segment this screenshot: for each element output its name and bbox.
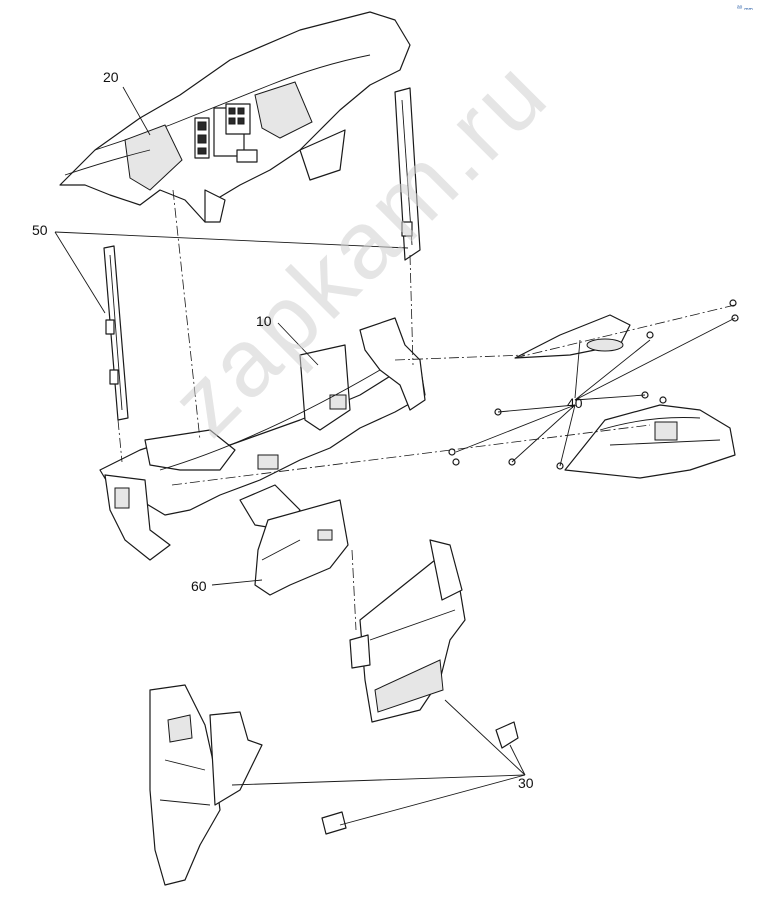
leader-lines xyxy=(54,86,736,826)
side-panel-part-30-left xyxy=(149,684,263,886)
cover-panel-part-40-upper xyxy=(514,314,631,359)
callout-10: 10 xyxy=(256,313,272,329)
clips-part-30 xyxy=(321,721,519,835)
side-trim-strip-part-50-left xyxy=(103,245,129,421)
side-trim-strip-part-50-right xyxy=(394,87,421,261)
callout-60: 60 xyxy=(191,578,207,594)
cross-car-beam-part-10 xyxy=(99,317,426,561)
corner-mark: ᵃᵒ ₘₘ xyxy=(737,5,753,12)
bracket-part-60 xyxy=(254,499,349,596)
fasteners-part-40 xyxy=(448,299,739,470)
callout-30: 30 xyxy=(518,775,534,791)
lower-panel-part-30-center xyxy=(349,539,466,723)
callout-40: 40 xyxy=(567,395,583,411)
callout-50: 50 xyxy=(32,222,48,238)
callout-20: 20 xyxy=(103,69,119,85)
instrument-panel-part-20 xyxy=(59,11,411,223)
assembly-lines xyxy=(117,189,736,631)
trim-panel-part-40-lower xyxy=(564,404,736,479)
